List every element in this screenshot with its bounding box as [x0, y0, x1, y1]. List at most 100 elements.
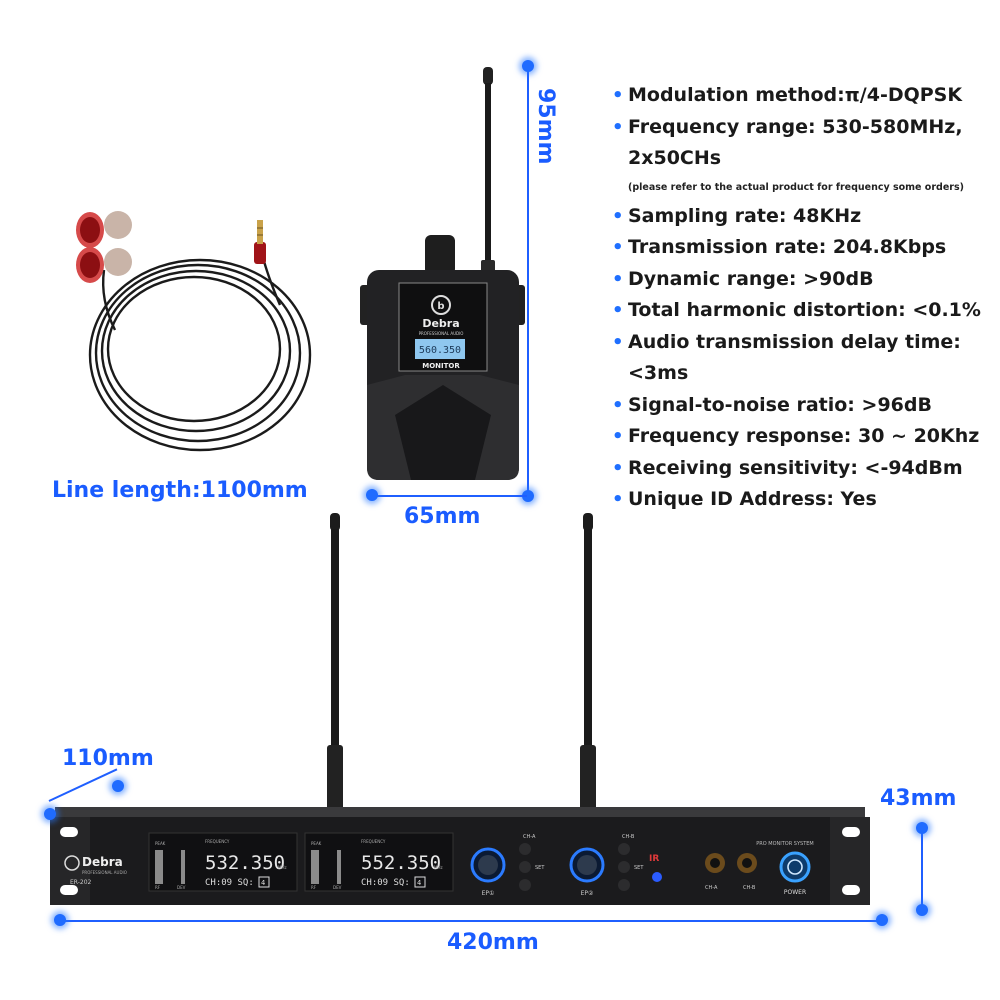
svg-text:CH-B: CH-B — [743, 885, 756, 891]
spec-item: •Frequency range: 530-580MHz, — [612, 112, 992, 144]
dimension-dot — [112, 780, 124, 792]
spec-text: Dynamic range: >90dB — [628, 267, 874, 290]
svg-text:FREQUENCY: FREQUENCY — [361, 839, 386, 844]
svg-text:b: b — [437, 301, 444, 312]
svg-text:RF: RF — [311, 885, 317, 890]
svg-text:CH-A: CH-A — [705, 885, 718, 891]
bullet-icon: • — [612, 300, 624, 321]
spec-list: •Modulation method:π/4-DQPSK•Frequency r… — [612, 80, 992, 516]
receiver-brand: Debra — [82, 855, 123, 869]
dimension-dot — [54, 914, 66, 926]
channel-a-frequency: 532.350 — [205, 852, 285, 874]
pack-width-line — [372, 495, 527, 497]
dimension-dot — [916, 904, 928, 916]
svg-text:PROFESSIONAL AUDIO: PROFESSIONAL AUDIO — [82, 870, 127, 875]
channel-b-frequency: 552.350 — [361, 852, 441, 874]
spec-item: •Dynamic range: >90dB — [612, 264, 992, 296]
pack-width-label: 65mm — [404, 504, 481, 529]
bullet-icon: • — [612, 268, 624, 290]
svg-text:MHz: MHz — [434, 865, 443, 870]
svg-text:SET: SET — [634, 865, 644, 871]
svg-text:FREQUENCY: FREQUENCY — [205, 839, 230, 844]
channel-a-buttons: CH-A SET — [519, 834, 545, 891]
spec-item: •Frequency response: 30 ~ 20Khz — [612, 421, 992, 453]
rack-height-line — [921, 828, 923, 910]
channel-b-display: PEAK RF DEV FREQUENCY 552.350 MHz CH:09 … — [304, 832, 454, 892]
svg-text:CH-A: CH-A — [523, 834, 536, 840]
spec-text: Transmission rate: 204.8Kbps — [628, 236, 947, 258]
svg-text:4: 4 — [417, 879, 421, 887]
bullet-icon: • — [612, 85, 624, 106]
dimension-dot — [522, 60, 534, 72]
channel-a-display: PEAK RF DEV FREQUENCY 532.350 MHz CH:09 … — [148, 832, 298, 892]
rack-antenna-left — [327, 513, 343, 810]
spec-text: Signal-to-noise ratio: >96dB — [628, 393, 932, 416]
ir-indicator: IR — [649, 854, 662, 882]
dimension-dot — [876, 914, 888, 926]
channel-a-ch-sq: CH:09 SQ: — [205, 878, 254, 888]
rack-receiver-image: Debra PROFESSIONAL AUDIO ER-202 PRO MONI… — [50, 513, 870, 905]
dimension-dot — [916, 822, 928, 834]
bodypack-lcd-value: 560.350 — [419, 345, 461, 356]
spec-text: Modulation method:π/4-DQPSK — [628, 84, 963, 106]
svg-text:DEV: DEV — [333, 885, 342, 890]
headphone-jacks: CH-A CH-B — [705, 853, 757, 891]
spec-text: Sampling rate: 48KHz — [628, 204, 862, 227]
channel-b-buttons: CH-B SET — [618, 834, 644, 891]
channel-b-ch-sq: CH:09 SQ: — [361, 878, 410, 888]
spec-text: Receiving sensitivity: <-94dBm — [628, 456, 963, 479]
svg-text:PEAK: PEAK — [311, 841, 322, 846]
spec-item: •Total harmonic distortion: <0.1% — [612, 295, 992, 327]
audio-plug-icon — [254, 220, 266, 264]
dimension-dot — [522, 490, 534, 502]
svg-text:EP①: EP① — [482, 890, 495, 897]
ep2-volume-knob: EP② — [569, 847, 605, 897]
svg-text:EP②: EP② — [581, 890, 594, 897]
svg-text:PROFESSIONAL AUDIO: PROFESSIONAL AUDIO — [419, 331, 464, 336]
spec-item: •Audio transmission delay time: — [612, 327, 992, 359]
spec-text: Unique ID Address: Yes — [628, 488, 877, 510]
rack-depth-label: 110mm — [62, 746, 154, 771]
pack-height-line — [527, 66, 529, 496]
spec-note: (please refer to the actual product for … — [628, 181, 964, 193]
earbud-icon — [76, 211, 132, 283]
dimension-dot — [44, 808, 56, 820]
svg-text:DEV: DEV — [177, 885, 186, 890]
spec-item: •Unique ID Address: Yes — [612, 484, 992, 516]
bullet-icon: • — [612, 205, 624, 227]
bodypack-receiver-image: b Debra PROFESSIONAL AUDIO 560.350 MONIT… — [360, 67, 525, 480]
spec-text: Frequency range: 530-580MHz, — [628, 115, 963, 138]
line-length-label: Line length:1100mm — [52, 478, 308, 503]
spec-item: •Signal-to-noise ratio: >96dB — [612, 390, 992, 422]
svg-text:SET: SET — [535, 865, 545, 871]
power-button: POWER — [779, 851, 811, 896]
bullet-icon: • — [612, 237, 624, 258]
svg-text:4: 4 — [261, 879, 265, 887]
dimension-dot — [366, 489, 378, 501]
bullet-icon: • — [612, 489, 624, 510]
spec-text: Audio transmission delay time: — [628, 330, 961, 353]
spec-item: •Transmission rate: 204.8Kbps — [612, 232, 992, 264]
spec-item: •Modulation method:π/4-DQPSK — [612, 80, 992, 112]
spec-text: Frequency response: 30 ~ 20Khz — [628, 425, 980, 447]
bullet-icon: • — [612, 394, 624, 416]
bodypack-brand: Debra — [422, 317, 459, 330]
svg-text:CH-B: CH-B — [622, 834, 635, 840]
svg-text:IR: IR — [649, 854, 659, 864]
rack-width-line — [60, 920, 880, 922]
bodypack-label: MONITOR — [422, 362, 460, 370]
bullet-icon: • — [612, 331, 624, 353]
bullet-icon: • — [612, 426, 624, 447]
bullet-icon: • — [612, 116, 624, 138]
ep1-volume-knob: EP① — [470, 847, 506, 897]
spec-text: Total harmonic distortion: <0.1% — [628, 299, 981, 321]
spec-item: •Receiving sensitivity: <-94dBm — [612, 453, 992, 485]
bullet-icon: • — [612, 457, 624, 479]
svg-text:MHz: MHz — [278, 865, 287, 870]
rack-height-label: 43mm — [880, 786, 957, 811]
svg-text:PEAK: PEAK — [155, 841, 166, 846]
receiver-model: ER-202 — [70, 879, 92, 886]
bodypack-lcd — [415, 339, 465, 359]
svg-text:RF: RF — [155, 885, 161, 890]
receiver-system-label: PRO MONITOR SYSTEM — [756, 841, 813, 847]
